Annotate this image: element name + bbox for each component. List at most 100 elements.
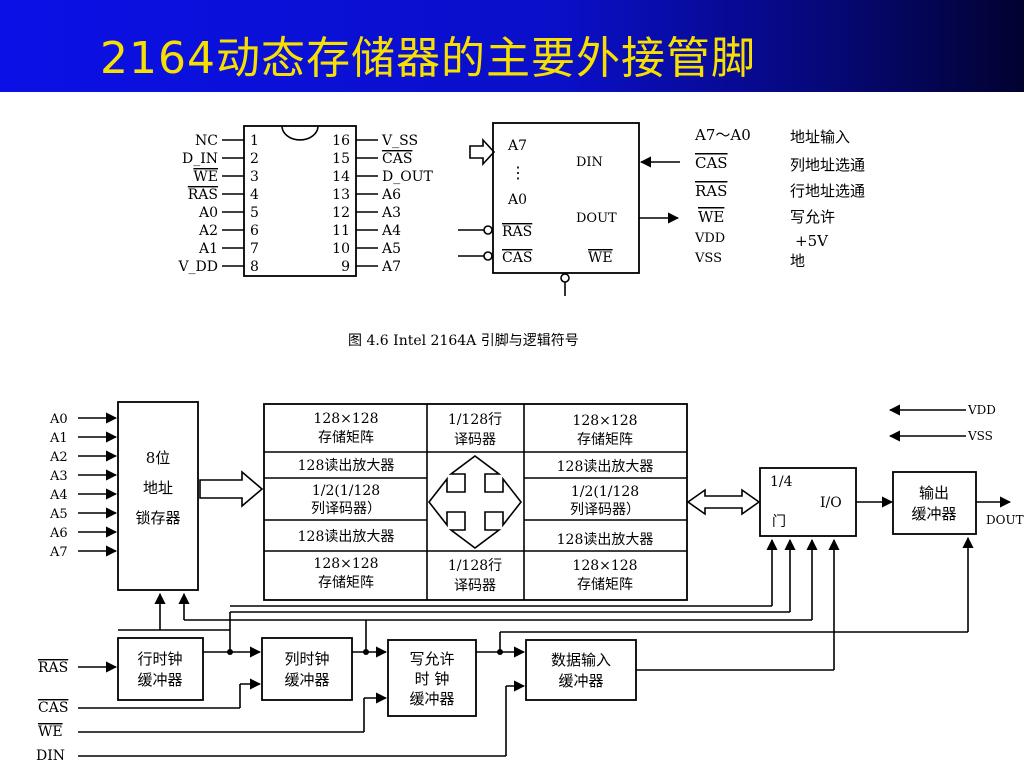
- col-clock-buffer: 列时钟 缓冲器: [261, 637, 353, 701]
- pin-number-right: 10: [332, 241, 350, 257]
- address-latch: 8位 地址 锁存器: [117, 401, 199, 591]
- addr-input-label: A4: [49, 488, 68, 503]
- pin-number-left: 6: [250, 223, 259, 239]
- coldec-right-2: 列译码器）: [570, 502, 640, 518]
- pin-number-right: 15: [332, 151, 350, 167]
- legend-sig-0: A7～A0: [694, 126, 751, 144]
- legend-desc-4: +5V: [795, 232, 829, 250]
- rasbuf-line-1: 行时钟: [137, 650, 182, 668]
- vss-label: VSS: [967, 429, 993, 443]
- pin-number-left: 2: [250, 151, 259, 167]
- pin-number-right: 13: [332, 187, 350, 203]
- senseamp-right-bottom: 128读出放大器: [557, 531, 654, 548]
- pin-label-right: A7: [381, 259, 401, 275]
- addr-input-label: A6: [49, 526, 68, 541]
- slide-title: 2164动态存储器的主要外接管脚: [100, 33, 756, 84]
- signal-legend: A7～A0 地址输入 CAS 列地址选通 RAS 行地址选通 WE 写允许 VD…: [694, 126, 865, 270]
- io-gate-line-3: I/O: [820, 495, 842, 511]
- outbuf-line-2: 缓冲器: [911, 505, 956, 523]
- pin-label-left: RAS: [188, 187, 218, 203]
- ctrl-ras: RAS: [38, 660, 68, 676]
- pin-label-right: A5: [381, 241, 401, 257]
- logic-symbol: A7 ⋮ A0 DIN DOUT RAS CAS WE: [458, 122, 680, 296]
- latch-to-array-arrow: [199, 470, 264, 508]
- legend-desc-1: 列地址选通: [790, 156, 865, 174]
- webuf-line-3: 缓冲器: [409, 690, 454, 708]
- legend-desc-5: 地: [790, 252, 805, 270]
- coldec-right-1: 1/2(1/128: [571, 484, 639, 500]
- coldec-left-2: 列译码器）: [311, 501, 381, 517]
- webuf-line-2: 时 钟: [415, 670, 450, 688]
- pin-label-right: CAS: [382, 151, 412, 167]
- addr-input-label: A5: [49, 507, 68, 522]
- pin-label-right: A4: [381, 223, 401, 239]
- rowdec-top-2: 译码器: [454, 432, 496, 448]
- pin-number-right: 14: [332, 169, 350, 185]
- logic-dots: ⋮: [510, 163, 526, 182]
- senseamp-left-bottom: 128读出放大器: [298, 528, 395, 545]
- output-buffer: 输出 缓冲器: [892, 471, 977, 535]
- pin-number-left: 4: [250, 187, 259, 203]
- pin-label-right: D_OUT: [382, 169, 434, 185]
- pin-label-right: A3: [381, 205, 401, 221]
- array-tl-1: 128×128: [313, 411, 378, 427]
- legend-sig-1: CAS: [695, 154, 728, 172]
- rowdec-bottom-2: 译码器: [454, 578, 496, 594]
- pin-label-left: A0: [198, 205, 218, 221]
- casbuf-line-2: 缓冲器: [284, 671, 329, 689]
- array-tr-2: 存储矩阵: [577, 432, 633, 448]
- pin-label-left: A1: [198, 241, 218, 257]
- pin-number-left: 8: [250, 259, 259, 275]
- casbuf-line-1: 列时钟: [284, 650, 329, 668]
- addr-input-label: A3: [49, 469, 68, 484]
- control-inputs: RAS CAS WE DIN: [36, 660, 118, 764]
- array-bl-1: 128×128: [313, 556, 378, 572]
- pin-label-right: A6: [381, 187, 401, 203]
- legend-desc-0: 地址输入: [790, 128, 850, 146]
- array-io-arrow: [686, 488, 761, 516]
- legend-sig-5: VSS: [694, 251, 722, 266]
- addr-input-label: A7: [49, 545, 68, 560]
- logic-we: WE: [588, 250, 613, 266]
- legend-sig-3: WE: [698, 208, 724, 226]
- data-input-buffer: 数据输入 缓冲器: [525, 639, 637, 701]
- pin-label-left: WE: [193, 169, 218, 185]
- coldec-left-1: 1/2(1/128: [312, 483, 380, 499]
- logic-ras: RAS: [502, 224, 532, 240]
- pin-number-right: 12: [332, 205, 350, 221]
- pin-label-left: A2: [198, 223, 218, 239]
- outbuf-line-1: 输出: [919, 484, 949, 502]
- logic-cas: CAS: [502, 250, 532, 266]
- dinbuf-line-2: 缓冲器: [558, 672, 603, 690]
- webuf-line-1: 写允许: [409, 650, 454, 668]
- addr-input-label: A2: [49, 450, 68, 465]
- latch-line-2: 地址: [143, 479, 173, 497]
- ctrl-din: DIN: [36, 748, 65, 764]
- write-clock-buffer: 写允许 时 钟 缓冲器: [387, 639, 477, 717]
- cross-arrow: [427, 455, 523, 549]
- io-gate-line-2: 门: [772, 514, 786, 530]
- rasbuf-line-2: 缓冲器: [137, 671, 182, 689]
- wiring: [78, 536, 974, 757]
- pin-label-right: V_SS: [381, 133, 418, 149]
- figure-caption: 图 4.6 Intel 2164A 引脚与逻辑符号: [348, 333, 579, 349]
- pin-label-left: D_IN: [182, 151, 218, 167]
- dout-label: DOUT: [986, 513, 1024, 527]
- senseamp-left-top: 128读出放大器: [298, 457, 395, 474]
- pin-number-left: 3: [250, 169, 259, 185]
- array-br-2: 存储矩阵: [577, 577, 633, 593]
- row-clock-buffer: 行时钟 缓冲器: [117, 637, 204, 701]
- pin-number-left: 1: [250, 133, 259, 149]
- dinbuf-line-1: 数据输入: [551, 651, 611, 669]
- memory-array: 128×128 存储矩阵 128×128 存储矩阵 1/128行 译码器 128…: [263, 403, 688, 601]
- array-tr-1: 128×128: [572, 413, 637, 429]
- addr-input-label: A1: [49, 431, 68, 446]
- ctrl-we: WE: [38, 724, 63, 740]
- address-bus-arrow: [469, 137, 496, 167]
- io-gate-line-1: 1/4: [770, 474, 793, 490]
- legend-sig-2: RAS: [695, 182, 727, 200]
- latch-line-3: 锁存器: [135, 509, 180, 527]
